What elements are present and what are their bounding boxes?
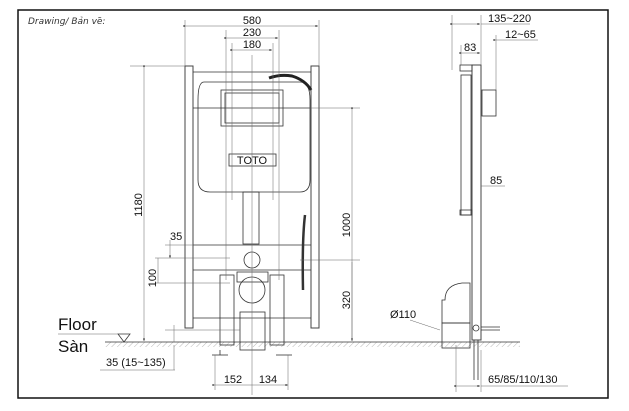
dim-100: 100 [147, 269, 159, 287]
dim-foot-depths: 65/85/110/130 [488, 374, 558, 386]
floor-label-vi: Sàn [58, 337, 88, 356]
floor-label-en: Floor [58, 315, 97, 334]
side-dimensions [409, 23, 568, 387]
dim-152: 152 [224, 374, 242, 386]
dim-320: 320 [341, 291, 353, 309]
dim-1180: 1180 [133, 193, 145, 217]
side-view [441, 15, 500, 392]
dim-pipe-diameter: Ø110 [390, 309, 416, 321]
dim-83: 83 [464, 42, 476, 54]
drawing-label: Drawing/ Bản vẽ: [28, 16, 105, 27]
dim-12-65: 12~65 [505, 29, 536, 41]
dim-230: 230 [243, 27, 261, 39]
dim-180: 180 [243, 39, 261, 51]
floor [58, 333, 520, 347]
front-frame: TOTO [130, 20, 360, 395]
drawing-border [17, 9, 609, 399]
dim-85: 85 [490, 175, 502, 187]
dim-580: 580 [243, 15, 261, 27]
dim-134: 134 [259, 374, 277, 386]
front-dimensions [100, 25, 353, 390]
dim-135-220: 135~220 [488, 13, 531, 25]
dim-35: 35 [170, 231, 182, 243]
dim-floor-offset: 35 (15~135) [106, 357, 166, 369]
dim-1000: 1000 [341, 213, 353, 237]
